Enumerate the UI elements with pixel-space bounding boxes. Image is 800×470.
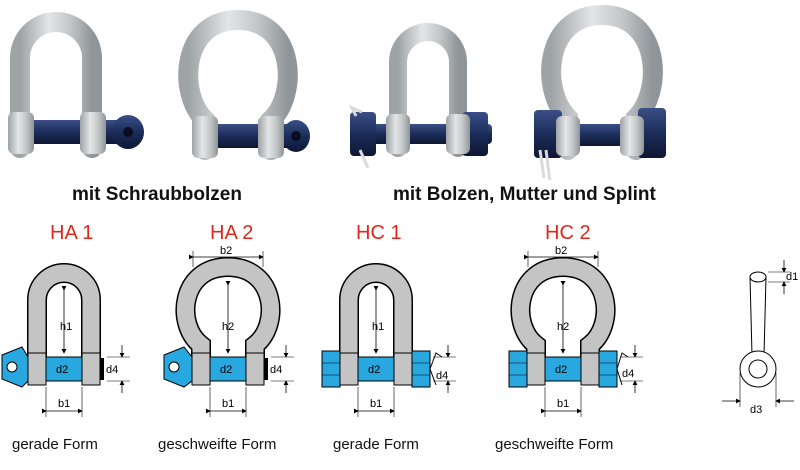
dim-ha2-dpin: d2: [220, 364, 232, 376]
dim-ha2-b: b1: [222, 398, 234, 410]
dim-pin-d3: d3: [750, 404, 762, 416]
drawing-pin-detail: [722, 260, 794, 407]
drawing-hc1: [321, 263, 456, 417]
dim-hc1-dbody: d4: [436, 370, 448, 382]
dim-ha1-dpin: d2: [56, 364, 68, 376]
dim-hc2-dbody: d4: [622, 368, 634, 380]
dim-hc2-h: h2: [557, 321, 569, 333]
caption-bolt-nut-pin: mit Bolzen, Mutter und Splint: [393, 184, 656, 205]
dim-ha2-h: h2: [222, 321, 234, 333]
dim-ha2-top: b2: [220, 245, 232, 257]
form-ha1: gerade Form: [12, 436, 98, 453]
drawing-ha2: [163, 251, 294, 417]
caption-screw-pin: mit Schraubbolzen: [72, 184, 242, 205]
code-hc1: HC 1: [356, 222, 402, 244]
dim-hc2-dpin: d2: [555, 364, 567, 376]
photo-ha2-shackle: [178, 9, 310, 160]
dim-hc1-h: h1: [372, 321, 384, 333]
shackle-photo-row: [8, 4, 666, 180]
dim-ha1-dbody: d4: [106, 364, 118, 376]
code-ha2: HA 2: [210, 222, 254, 244]
dim-ha1-b: b1: [58, 398, 70, 410]
dim-ha2-dbody: d4: [270, 364, 282, 376]
photo-hc2-shackle: [534, 4, 666, 180]
dim-hc2-top: b2: [555, 245, 567, 257]
photo-ha1-shackle: [8, 12, 144, 158]
drawing-hc2: [508, 251, 643, 417]
code-hc2: HC 2: [545, 222, 591, 244]
dim-hc2-b: b1: [557, 398, 569, 410]
dim-hc1-b: b1: [370, 398, 382, 410]
photo-hc1-shackle: [348, 23, 492, 169]
code-ha1: HA 1: [50, 222, 94, 244]
shackle-drawings: h1 d2 d4 b1 b2 h2 d2 d4 b1 h1 d2 d4 b1 b…: [1, 245, 798, 417]
form-hc2: geschweifte Form: [495, 436, 614, 453]
drawing-ha1: [1, 263, 130, 417]
dim-ha1-h: h1: [60, 321, 72, 333]
dim-pin-d1: d1: [786, 271, 798, 283]
form-hc1: gerade Form: [333, 436, 419, 453]
form-ha2: geschweifte Form: [158, 436, 277, 453]
dim-hc1-dpin: d2: [368, 364, 380, 376]
